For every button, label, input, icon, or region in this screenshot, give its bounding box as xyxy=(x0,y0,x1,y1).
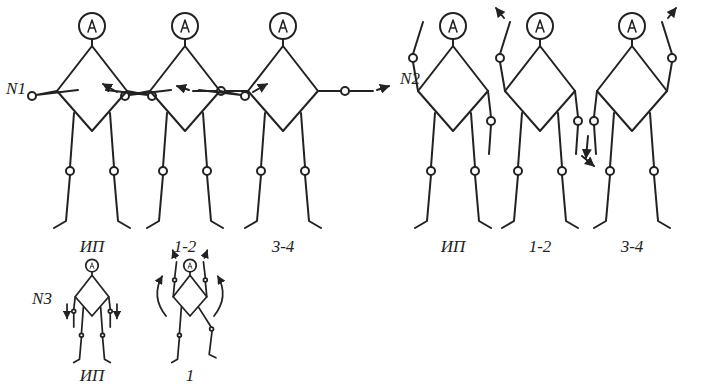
stick-figure xyxy=(67,259,117,362)
position-caption: ИП xyxy=(80,238,105,256)
stick-figure xyxy=(28,13,156,228)
count-caption: 3-4 xyxy=(621,238,644,256)
stick-figure xyxy=(496,8,594,228)
stick-figure xyxy=(177,13,389,228)
exercise-number: N2 xyxy=(400,70,420,88)
count-caption: 1 xyxy=(186,367,195,385)
stick-figure xyxy=(409,13,495,228)
stick-figure xyxy=(103,13,267,228)
exercise-number: N3 xyxy=(32,290,52,308)
position-caption: ИП xyxy=(441,238,466,256)
stick-figure xyxy=(586,8,676,228)
count-caption: 1-2 xyxy=(529,238,552,256)
stick-figure xyxy=(157,250,223,362)
exercise-number: N1 xyxy=(6,80,26,98)
position-caption: ИП xyxy=(80,367,105,385)
count-caption: 3-4 xyxy=(272,238,295,256)
count-caption: 1-2 xyxy=(174,238,197,256)
